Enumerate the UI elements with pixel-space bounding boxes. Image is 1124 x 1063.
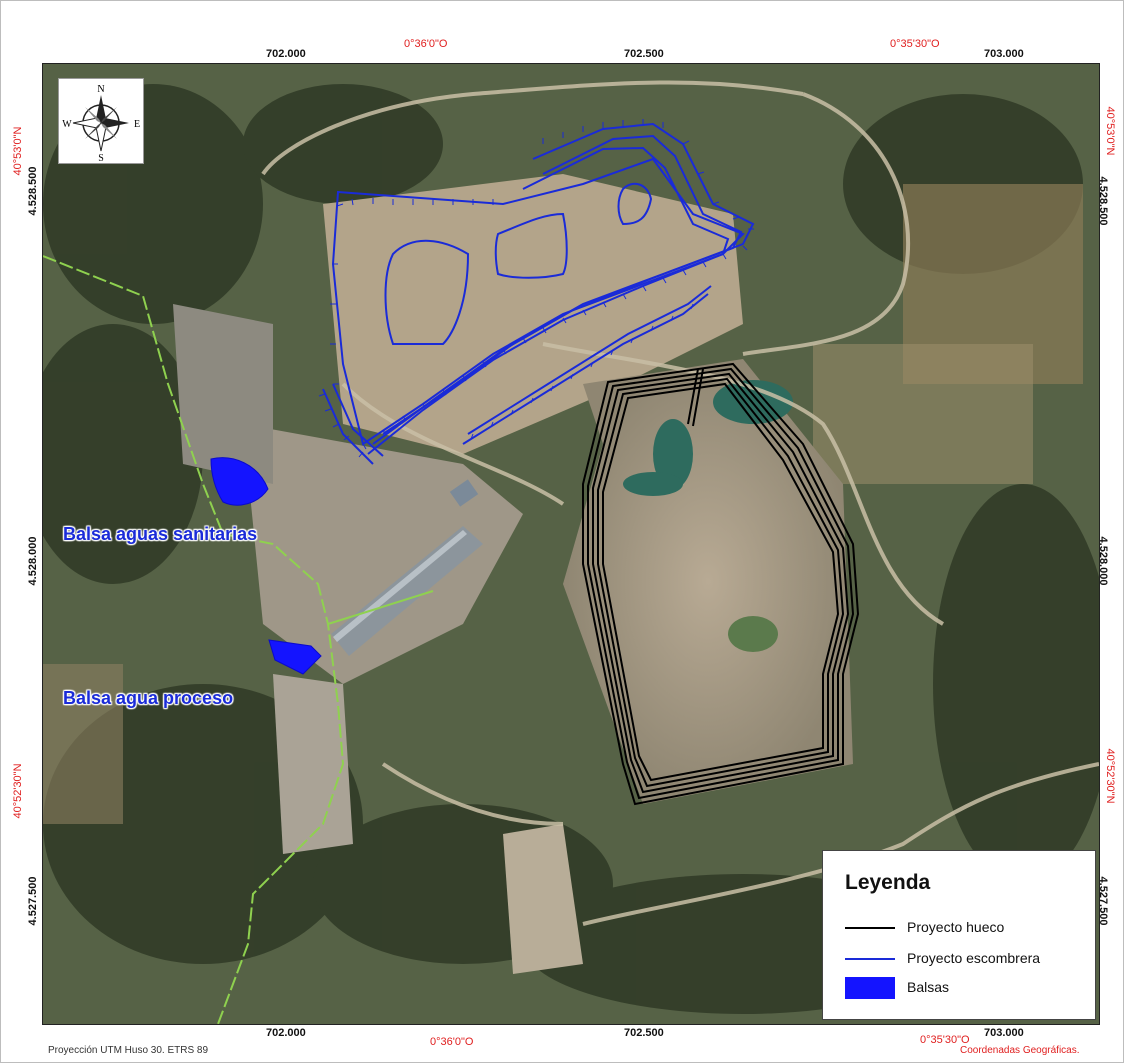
legend-label: Proyecto escombrera [907, 950, 1041, 966]
plant-building [331, 479, 483, 656]
compass-e: E [134, 119, 140, 130]
geo-lat-label-right: 40°52'30"N [1104, 748, 1116, 804]
utm-y-label-left: 4.528.500 [27, 166, 39, 216]
geo-lon-label-top: 0°36'0"O [404, 38, 448, 50]
boundary-line [327, 590, 434, 625]
proyecto-escombrera [318, 119, 755, 465]
legend-label: Balsas [907, 979, 950, 995]
utm-x-label-top: 702.500 [624, 48, 664, 60]
geo-lon-label-bottom: 0°35'30"O [920, 1034, 970, 1046]
compass-rose-icon: N S E W [62, 84, 140, 164]
utm-x-label-bottom: 703.000 [984, 1027, 1024, 1039]
farm-fields [43, 184, 1083, 824]
geo-lon-label-bottom: 0°36'0"O [430, 1036, 474, 1048]
legend-label: Proyecto hueco [907, 919, 1005, 935]
legend-swatch-escombrera [845, 958, 895, 960]
utm-x-label-bottom: 702.500 [624, 1027, 664, 1039]
legend-item-balsas: Balsas [845, 977, 1085, 999]
compass-n: N [97, 84, 104, 95]
map-legend: Leyenda Proyecto hueco Proyecto escombre… [822, 850, 1096, 1020]
legend-item-hueco: Proyecto hueco [845, 917, 1085, 939]
geographic-coords-note: Coordenadas Geográficas. [960, 1045, 1080, 1056]
geo-lat-label-right: 40°53'0"N [1104, 106, 1116, 156]
legend-swatch-balsas [845, 977, 895, 999]
label-balsa-agua-proceso: Balsa agua proceso [63, 688, 234, 708]
proyecto-hueco [582, 362, 860, 806]
label-balsa-aguas-sanitarias: Balsa aguas sanitarias [63, 524, 258, 544]
utm-y-label-left: 4.527.500 [27, 876, 39, 926]
legend-title: Leyenda [845, 871, 931, 894]
legend-item-escombrera: Proyecto escombrera [845, 948, 1085, 970]
compass-w: W [62, 119, 72, 130]
balsa-proceso-polygon [268, 639, 322, 675]
utm-x-label-bottom: 702.000 [266, 1027, 306, 1039]
utm-x-label-top: 703.000 [984, 48, 1024, 60]
quarry-areas [173, 174, 853, 974]
geo-lat-label-left: 40°52'30"N [12, 763, 24, 819]
projection-note: Proyección UTM Huso 30. ETRS 89 [48, 1045, 209, 1056]
north-arrow: N S E W [58, 78, 144, 164]
utm-x-label-top: 702.000 [266, 48, 306, 60]
compass-s: S [98, 153, 104, 163]
utm-y-label-left: 4.528.000 [27, 536, 39, 586]
geo-lat-label-left: 40°53'0"N [12, 126, 24, 176]
legend-swatch-hueco [845, 927, 895, 929]
balsa-sanitarias-polygon [210, 457, 269, 506]
geo-lon-label-top: 0°35'30"O [890, 38, 940, 50]
